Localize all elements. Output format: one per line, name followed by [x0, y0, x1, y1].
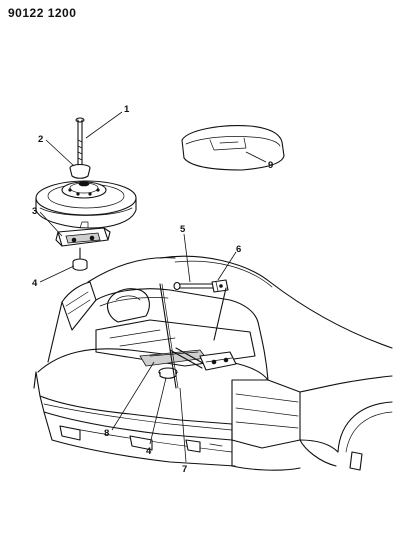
spare-tire [35, 180, 137, 229]
hold-down-bolt [75, 117, 85, 173]
jack-handle-wrench [173, 279, 229, 341]
tire-cover [181, 125, 285, 171]
callout-3: 3 [32, 206, 37, 217]
trunk-floor-jack-stowage [139, 283, 237, 389]
callout-1: 1 [124, 104, 130, 115]
callouts: 1 2 3 4 5 6 9 8 4 7 [32, 104, 273, 475]
car-body [33, 255, 393, 471]
callout-7: 7 [182, 464, 187, 475]
callout-2: 2 [38, 134, 43, 145]
retainer-cone [69, 163, 91, 179]
callout-6: 6 [236, 244, 241, 255]
callout-5: 5 [180, 224, 186, 235]
callout-8: 8 [104, 428, 109, 439]
scissor-jack [55, 221, 111, 247]
callout-4-upper: 4 [32, 278, 38, 289]
spacer-washer [72, 247, 88, 271]
callout-9: 9 [268, 160, 273, 171]
callout-4-lower: 4 [146, 446, 152, 457]
diagram-code: 90122 1200 [8, 6, 77, 20]
